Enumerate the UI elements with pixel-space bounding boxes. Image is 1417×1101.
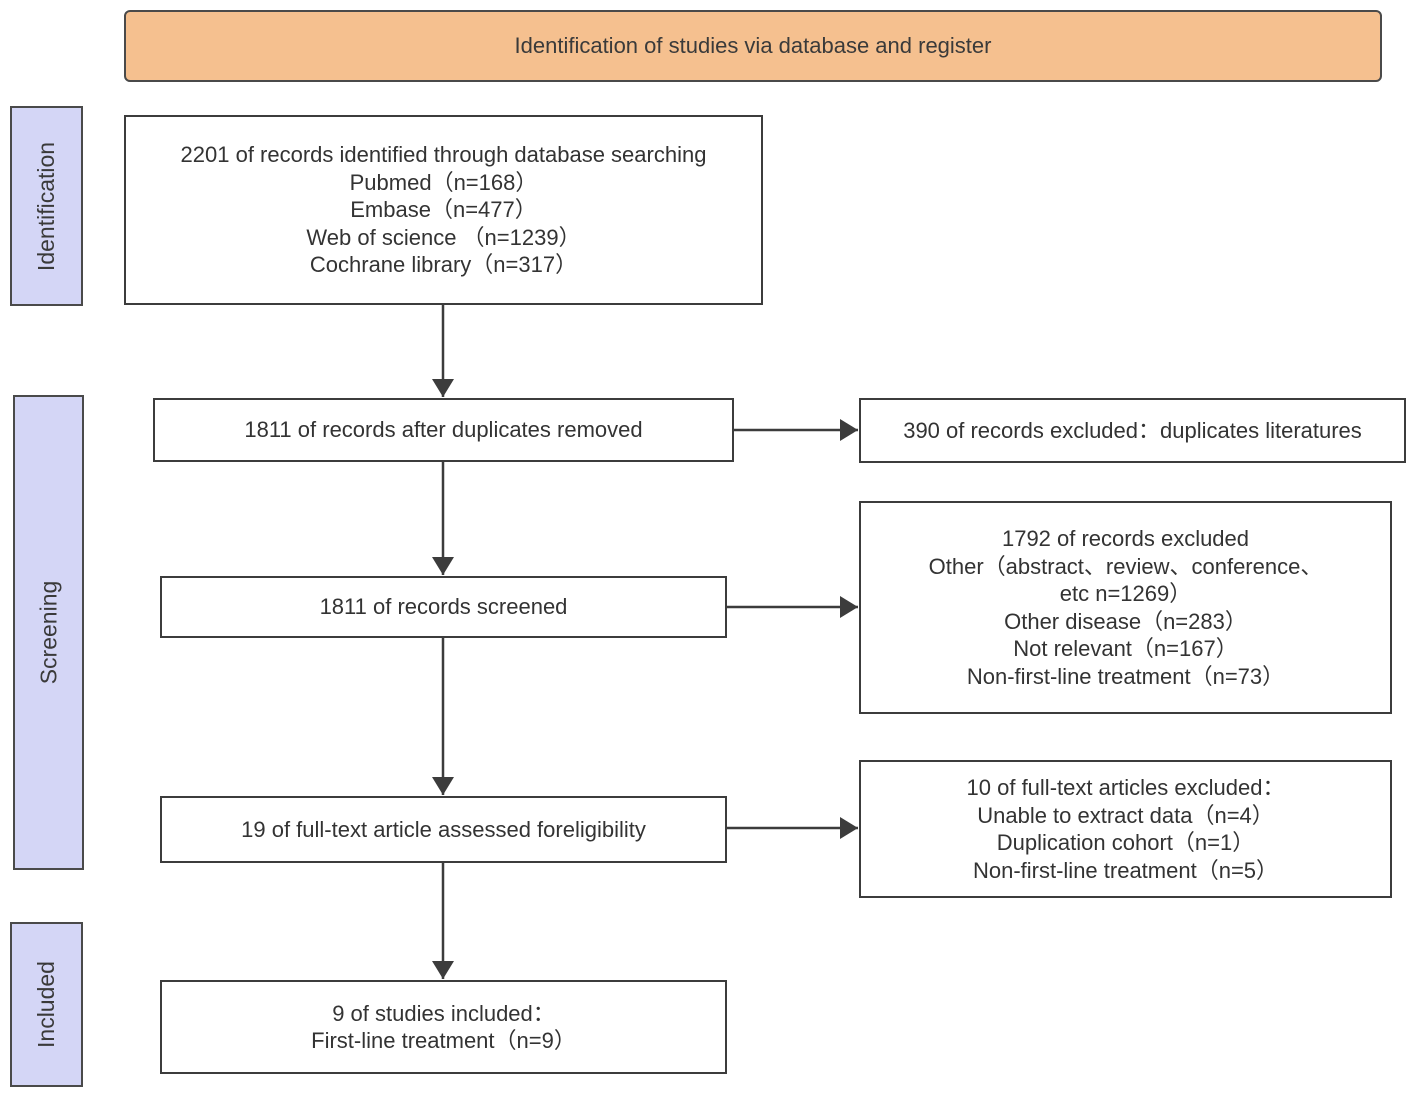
header-title: Identification of studies via database a… (514, 33, 992, 58)
header-banner: Identification of studies via database a… (124, 10, 1382, 82)
fulltext-excluded-line: Non-first-line treatment（n=5） (972, 857, 1279, 883)
records-screened-box: 1811 of records screened (160, 576, 727, 638)
stage-screening-label: Screening (35, 580, 62, 685)
duplicates-excluded-line: 390 of records excluded：duplicates liter… (903, 417, 1362, 443)
fulltext-assessed-line: 19 of full-text article assessed forelig… (241, 816, 646, 842)
included-line: 9 of studies included： (332, 1000, 555, 1026)
records-excluded-line: etc n=1269） (1059, 581, 1192, 606)
after-duplicates-box: 1811 of records after duplicates removed (153, 398, 734, 462)
stage-identification-label: Identification (33, 141, 60, 271)
fulltext-excluded-line: Unable to extract data（n=4） (977, 802, 1274, 828)
fulltext-excluded-line: Duplication cohort（n=1） (996, 830, 1255, 855)
records-excluded-line: Non-first-line treatment（n=73） (966, 663, 1285, 689)
stage-included: Included (10, 922, 83, 1087)
included-box: 9 of studies included： First-line treatm… (160, 980, 727, 1074)
records-excluded-box: 1792 of records excluded Other（abstract、… (859, 501, 1392, 714)
records-excluded-line: 1792 of records excluded (1001, 526, 1250, 551)
records-identified-line: 2201 of records identified through datab… (180, 142, 707, 168)
fulltext-excluded-line: 10 of full-text articles excluded： (966, 775, 1285, 800)
records-identified-line: Cochrane library（n=317） (309, 252, 578, 278)
records-identified-line: Embase（n=477） (350, 197, 537, 223)
stage-included-label: Included (33, 961, 59, 1048)
stage-identification: Identification (10, 106, 83, 306)
after-duplicates-line: 1811 of records after duplicates removed (244, 417, 643, 443)
fulltext-excluded-box: 10 of full-text articles excluded： Unabl… (859, 760, 1392, 898)
records-excluded-line: Not relevant（n=167） (1013, 636, 1238, 661)
records-identified-line: Pubmed（n=168） (349, 169, 538, 195)
stage-screening: Screening (13, 395, 84, 870)
records-excluded-line: Other（abstract、review、conference、 (928, 553, 1323, 579)
records-screened-line: 1811 of records screened (319, 594, 568, 620)
included-line: First-line treatment（n=9） (311, 1028, 576, 1053)
records-excluded-line: Other disease（n=283） (1004, 608, 1247, 634)
fulltext-assessed-box: 19 of full-text article assessed forelig… (160, 796, 727, 863)
records-identified-line: Web of science （n=1239） (306, 224, 581, 250)
records-identified-box: 2201 of records identified through datab… (124, 115, 763, 305)
duplicates-excluded-box: 390 of records excluded：duplicates liter… (859, 398, 1406, 463)
